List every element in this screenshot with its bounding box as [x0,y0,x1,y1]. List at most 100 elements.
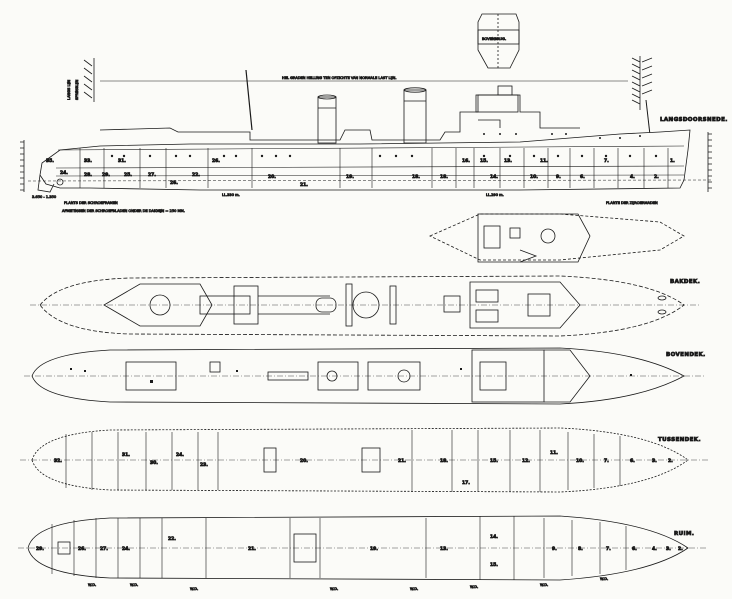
svg-text:6.: 6. [630,458,635,464]
bridge-plan [429,213,685,263]
svg-text:18.: 18. [440,458,448,464]
svg-text:27.: 27. [100,546,108,552]
svg-text:27.: 27. [148,172,156,178]
funnel-fore [317,94,337,144]
tussendek-labels: 32. 31. 30. 24. 23. 20. 21. 18. 17. 15. … [54,450,674,487]
svg-text:W.D.: W.D. [330,587,338,591]
svg-text:3.: 3. [666,546,671,552]
svg-text:LL.290 m.: LL.290 m. [486,193,504,197]
svg-text:14.: 14. [490,534,498,540]
svg-text:29.: 29. [102,172,110,178]
bovendek-title: BOVENDEK. [666,352,706,358]
svg-text:32.: 32. [54,458,62,464]
svg-text:4.: 4. [652,546,657,552]
svg-text:20.: 20. [268,174,276,180]
svg-text:19.: 19. [370,546,378,552]
svg-text:21.: 21. [300,182,308,188]
funnel-aft [403,87,427,144]
svg-text:13.: 13. [504,158,512,164]
profile-title: LANGSDOORSNEDE. [660,117,728,123]
svg-text:PLANTS DER SCHROEFRAMEN: PLANTS DER SCHROEFRAMEN [64,201,118,205]
svg-text:23.: 23. [200,462,208,468]
left-incline-scale: LANGS LIJN SPRINGLIJN [67,58,95,102]
fore-mast [245,69,253,131]
svg-text:31.: 31. [122,452,130,458]
svg-text:7.: 7. [604,458,609,464]
svg-text:35.: 35. [46,158,54,164]
svg-text:6.: 6. [580,174,585,180]
svg-text:W.D.: W.D. [540,583,548,587]
svg-text:13.: 13. [440,546,448,552]
svg-text:7.: 7. [606,546,611,552]
svg-text:26.: 26. [212,158,220,164]
svg-text:30.: 30. [150,460,158,466]
svg-text:W.D.: W.D. [130,583,138,587]
wd-marks: W.D. W.D. W.D. W.D. W.D. W.D. W.D. W.D. [88,577,609,592]
sheer-left-label: LANGS LIJN [67,79,71,100]
right-incline-scale [631,56,653,110]
svg-text:W.D.: W.D. [410,587,418,591]
svg-text:25.: 25. [124,172,132,178]
bovenbrug-label: BOVENBRUG. [482,37,506,41]
svg-text:18.: 18. [412,174,420,180]
svg-text:6.: 6. [632,546,637,552]
svg-text:26.: 26. [170,180,178,186]
svg-text:11.: 11. [550,450,558,456]
svg-text:33.: 33. [84,158,92,164]
svg-text:4.: 4. [630,174,635,180]
bovenbrug-detail: BOVENBRUG. [477,13,520,70]
svg-text:10.: 10. [530,174,538,180]
profile-lower-labels: 24. 28. 29. 25. 27. 26. 22. 21. 18. 14. … [60,170,660,189]
svg-text:15.: 15. [490,458,498,464]
svg-text:12.: 12. [522,458,530,464]
svg-text:24.: 24. [60,170,68,176]
svg-text:14.: 14. [490,174,498,180]
svg-text:21.: 21. [248,546,256,552]
bakdek-plan: BAKDEK. [30,275,700,337]
svg-text:8.: 8. [578,546,583,552]
svg-text:15.: 15. [480,158,488,164]
svg-text:31.: 31. [118,158,126,164]
tussendek-title: TUSSENDEK. [658,437,701,443]
svg-text:1.: 1. [670,158,675,164]
svg-text:24.: 24. [122,546,130,552]
profile-upper-labels: 35. 33. 31. 26. 20. 19. 18. 16. 15. 13. … [46,158,676,181]
svg-text:22.: 22. [192,172,200,178]
svg-text:7.: 7. [604,158,609,164]
svg-text:10.: 10. [576,458,584,464]
svg-text:LL.330 m.: LL.330 m. [222,193,240,197]
svg-text:26.: 26. [78,546,86,552]
svg-text:9.: 9. [552,546,557,552]
svg-text:21.: 21. [398,458,406,464]
ruim-plan: RUIM. 29. 26. 27. 24. 22. 21. 19. 14. 15… [18,515,708,592]
svg-text:9.: 9. [556,174,561,180]
ruim-title: RUIM. [674,531,694,537]
svg-text:2.: 2. [654,174,659,180]
svg-text:20.: 20. [300,458,308,464]
ruim-labels: 29. 26. 27. 24. 22. 21. 19. 14. 15. 13. … [36,534,684,569]
svg-text:AFMETINGEN DER SCHROEFBLADEN O: AFMETINGEN DER SCHROEFBLADEN ONDER DE DA… [62,209,185,213]
svg-text:W.D.: W.D. [470,585,478,589]
svg-text:2.: 2. [678,546,683,552]
svg-text:PLANTE DER ZIJROERMADEN: PLANTE DER ZIJROERMADEN [606,201,658,205]
svg-text:16.: 16. [462,158,470,164]
svg-text:24.: 24. [176,452,184,458]
sheer-left-label-2: SPRINGLIJN [75,79,79,100]
svg-text:19.: 19. [346,174,354,180]
svg-text:2.: 2. [668,458,673,464]
svg-text:W.D.: W.D. [190,587,198,591]
svg-text:28.: 28. [84,172,92,178]
svg-text:29.: 29. [36,546,44,552]
svg-text:W.D.: W.D. [88,583,96,587]
bovendek-plan: BOVENDEK. [24,347,706,405]
svg-text:W.D.: W.D. [600,577,608,581]
svg-text:11.: 11. [540,158,548,164]
svg-text:18.: 18. [440,174,448,180]
svg-text:3.: 3. [652,458,657,464]
svg-text:22.: 22. [168,536,176,542]
profile-view: LANGSDOORSNEDE. [20,69,728,213]
incline-note: HEL GRADEN HELLING TEN OPZICHTE VAN NORM… [282,76,397,80]
bakdek-title: BAKDEK. [670,279,700,285]
svg-text:17.: 17. [462,480,470,486]
